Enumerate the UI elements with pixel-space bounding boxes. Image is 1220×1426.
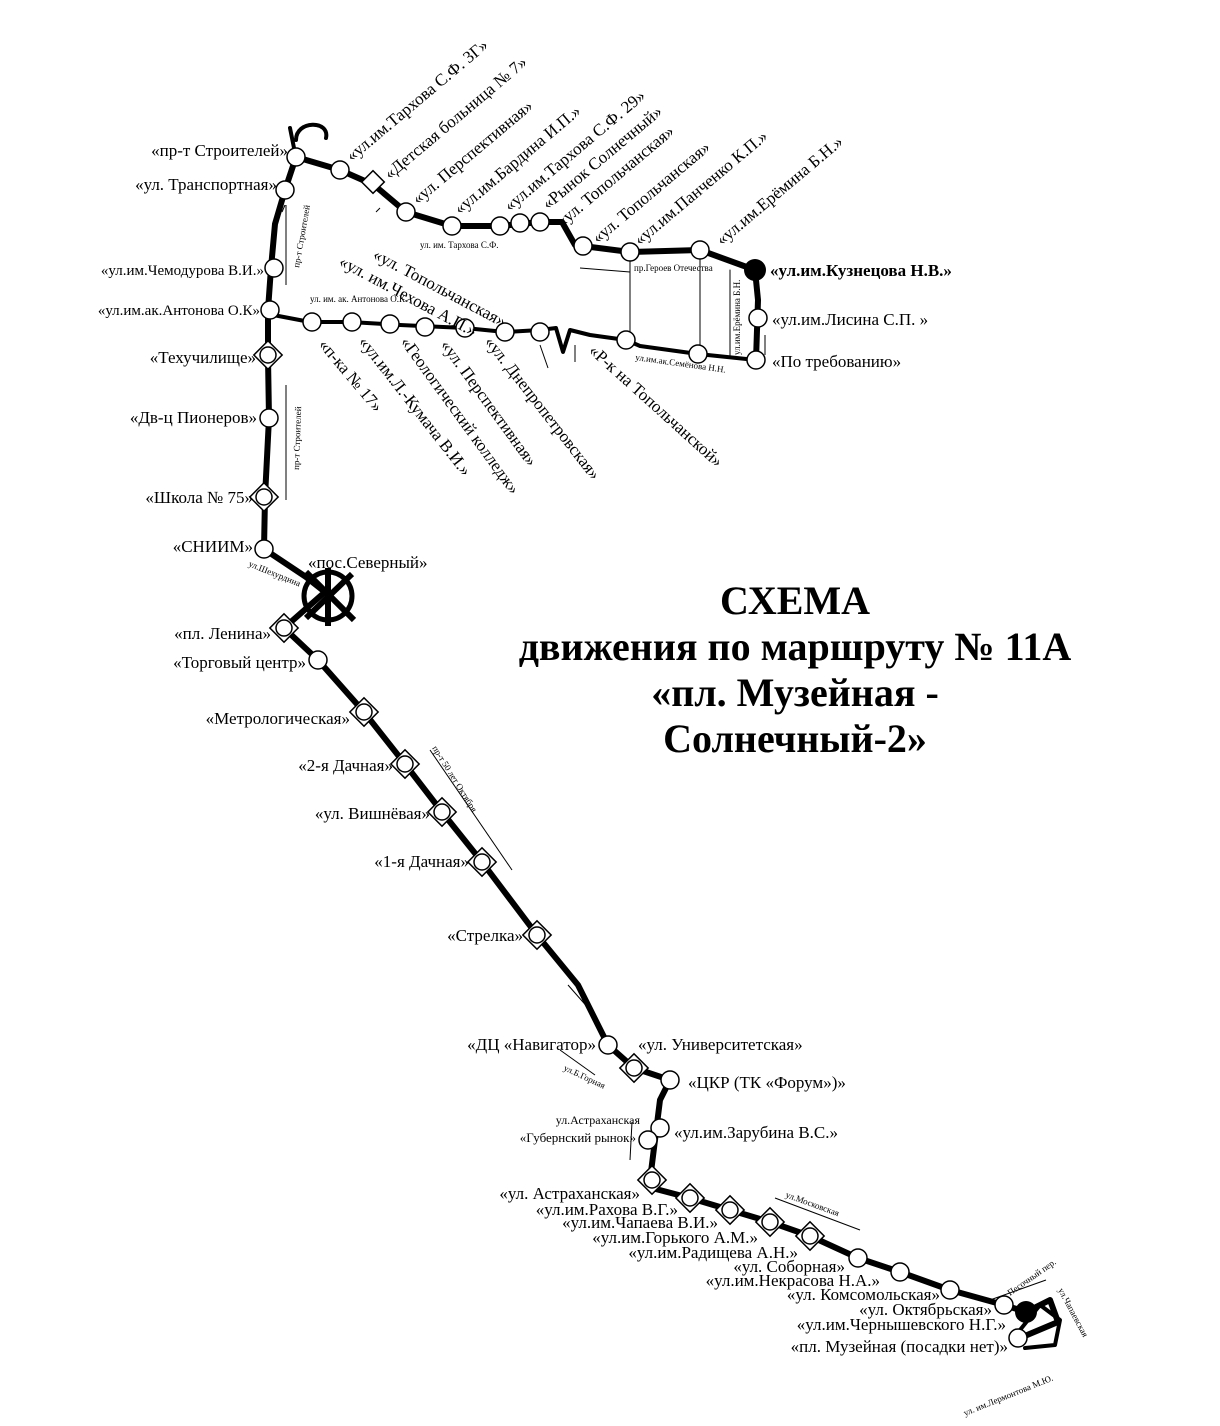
stop-chemodurova: «ул.им.Чемодурова В.И.»: [101, 263, 264, 279]
north-loop-return-line: [266, 312, 758, 362]
stop-kuznecova: «ул.им.Кузнецова Н.В.»: [770, 261, 952, 280]
title-line-3: «пл. Музейная -: [651, 670, 939, 715]
turnaround-loop: [288, 122, 329, 150]
street-pr-stroiteley: пр-т Строителей: [291, 204, 312, 268]
street-pr-stroiteley-2: пр-т Строителей: [291, 406, 303, 470]
route-title: СХЕМА движения по маршруту № 11А «пл. Му…: [480, 578, 1110, 762]
stop-labels-trunk: «пр-т Строителей» «ул. Транспортная» «ул…: [98, 141, 1008, 1356]
stop-shkola75: «Школа № 75»: [145, 488, 253, 507]
stop-markers: [254, 147, 1028, 1348]
street-eremina: ул.им.Ерёмина Б.Н.: [732, 280, 742, 355]
severny-interchange-symbol: [301, 568, 357, 626]
stop-sobornaya: «ул. Соборная»: [733, 1257, 845, 1276]
stop-vishnevaya: «ул. Вишнёвая»: [315, 804, 430, 823]
stop-tehuchilische: «Техучилище»: [150, 348, 256, 367]
street-shekhurdina: ул.Шехурдина: [247, 559, 302, 589]
stop-dv-pionerov: «Дв-ц Пионеров»: [130, 408, 257, 427]
stop-chapaeva: «ул.им.Чапаева В.И.»: [562, 1213, 718, 1232]
stop-torgovy: «Торговый центр»: [173, 653, 306, 672]
stop-navigator: «ДЦ «Навигатор»: [467, 1035, 596, 1054]
stop-gubernsky-note: ул.Астраханская: [556, 1113, 641, 1127]
stop-komsomolskaya: «ул. Комсомольская»: [787, 1285, 940, 1304]
stop-nekrasova: «ул.им.Некрасова Н.А.»: [706, 1271, 880, 1290]
stop-universitetskaya: «ул. Университетская»: [638, 1035, 803, 1054]
stop-labels-south: «ул. Топольчанская» «ул. им.Чехова А.П.»…: [315, 245, 727, 498]
stop-pr-stroiteley: «пр-т Строителей»: [151, 141, 288, 160]
stop-transportnaya: «ул. Транспортная»: [135, 175, 277, 194]
stop-metrologicheskaya: «Метрологическая»: [206, 709, 350, 728]
stop-gubernsky: «Губернский рынок»: [520, 1130, 636, 1145]
title-line-1: СХЕМА: [719, 578, 871, 623]
stop-pos-severny: «пос.Северный»: [308, 553, 428, 572]
stop-po-trebovaniyu: «По требованию»: [772, 352, 901, 371]
title-line-4: Солнечный-2»: [663, 716, 927, 761]
stop-zarubina: «ул.им.Зарубина В.С.»: [674, 1123, 838, 1142]
stop-ckr: «ЦКР (ТК «Форум»)»: [688, 1073, 846, 1092]
stop-strelka: «Стрелка»: [447, 926, 523, 945]
stop-astrakhanskaya: «ул. Астраханская»: [499, 1184, 640, 1203]
direction-arrows: [281, 204, 1047, 1301]
stop-gorkogo: «ул.им.Горького А.М.»: [592, 1228, 758, 1247]
stop-radischeva: «ул.им.Радищева А.Н.»: [628, 1243, 798, 1262]
title-line-2: движения по маршруту № 11А: [518, 624, 1072, 669]
street-tarkhova: ул. им. Тархова С.Ф.: [420, 240, 499, 250]
terminal-markers: [744, 259, 1037, 1323]
stop-dachnaya2: «2-я Дачная»: [298, 756, 393, 775]
street-pesochny: Песочный пер.: [1005, 1257, 1057, 1298]
stop-chernyshevskogo: «ул.им.Чернышевского Н.Г.»: [797, 1315, 1006, 1334]
street-geroev: пр.Героев Отечества: [634, 263, 713, 273]
stop-labels-right: «пос.Северный» «ул. Университетская» «ЦК…: [308, 261, 952, 1142]
street-moskovskaya: ул.Московская: [784, 1189, 840, 1218]
stop-sniim: «СНИИМ»: [173, 537, 253, 556]
stop-lisina: «ул.им.Лисина С.П. »: [772, 310, 928, 329]
street-chapaevskaya: ул.Чапаевская: [1056, 1286, 1090, 1338]
street-antonova: ул. им. ак. Антонова О.К.: [310, 294, 407, 304]
stop-oktyabrskaya: «ул. Октябрьская»: [859, 1300, 992, 1319]
street-lermontova: ул. им.Лермонтова М.Ю.: [962, 1373, 1054, 1418]
stop-pl-lenina: «пл. Ленина»: [174, 624, 271, 643]
stop-rakhova: «ул.им.Рахова В.Г.»: [536, 1200, 678, 1219]
stop-dachnaya1: «1-я Дачная»: [374, 852, 469, 871]
stop-antonova: «ул.им.ак.Антонова О.К»: [98, 303, 260, 319]
stop-muzeynaya: «пл. Музейная (посадки нет)»: [791, 1337, 1008, 1356]
